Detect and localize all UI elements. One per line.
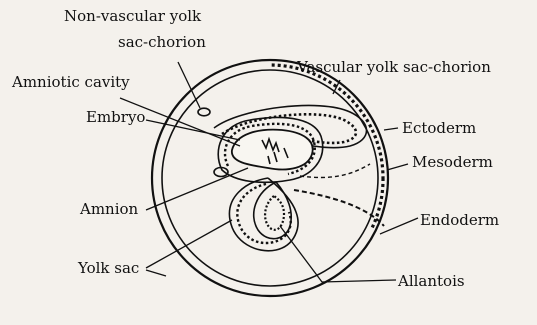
chorion-blob (198, 108, 210, 116)
label-ectoderm: Ectoderm (402, 119, 476, 137)
allantois-outer (254, 182, 292, 239)
inner-chorion-circle (162, 70, 378, 286)
label-embryo: Embryo (86, 108, 145, 126)
leader-mesoderm (387, 164, 408, 170)
label-amnion: Amnion (79, 200, 139, 218)
label-mesoderm: Mesoderm (412, 153, 493, 171)
leader-endoderm (380, 218, 418, 234)
mesoderm-dashed-line (294, 190, 384, 226)
vascular-mesoderm-band (157, 65, 383, 291)
leader-lines (120, 62, 418, 282)
label-non-vascular-line2: sac-chorion (118, 33, 206, 51)
label-non-vascular-line1: Non-vascular yolk (64, 7, 202, 25)
leader-yolk-sac-1 (146, 220, 232, 268)
label-allantois: Allantois (397, 272, 465, 290)
label-endoderm: Endoderm (420, 211, 499, 229)
leader-yolk-sac-2 (146, 270, 166, 276)
outer-chorion-circle (152, 60, 388, 296)
yolk-sac-outer (229, 178, 298, 251)
leader-ectoderm (384, 128, 398, 130)
label-vascular-yolk-sac-chorion: Vascular yolk sac-chorion (296, 58, 491, 76)
allantois-inner (265, 196, 284, 230)
label-amniotic-cavity: Amniotic cavity (11, 73, 130, 91)
label-yolk-sac: Yolk sac (77, 259, 139, 277)
